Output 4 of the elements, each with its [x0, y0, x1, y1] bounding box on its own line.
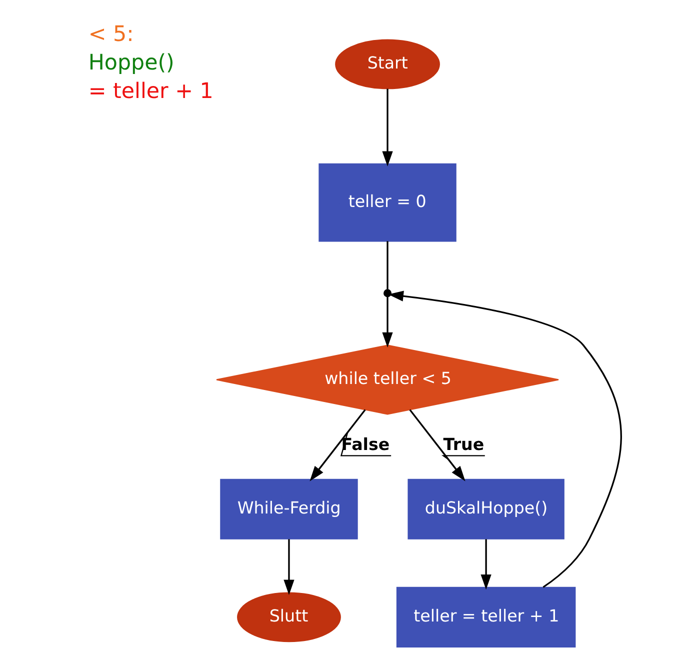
label: < 5:	[88, 22, 134, 47]
label: = teller + 1	[88, 78, 213, 104]
edge-label: True	[442, 435, 484, 454]
label: Hoppe()	[88, 50, 174, 76]
